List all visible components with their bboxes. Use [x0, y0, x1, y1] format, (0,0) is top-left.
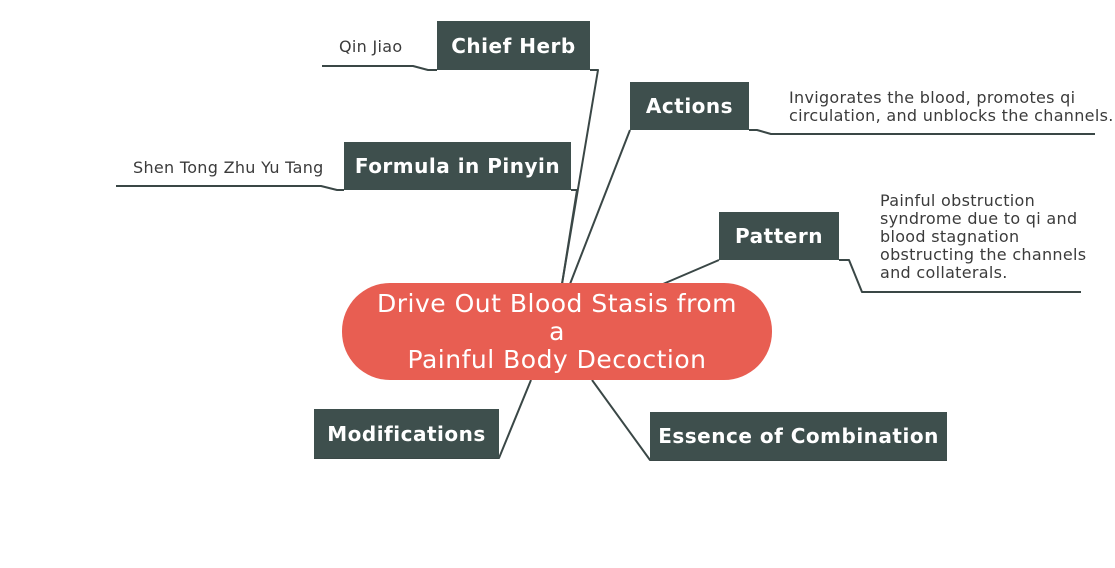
connector-shen-tong [116, 185, 344, 191]
branch-modifications[interactable]: Modifications [314, 409, 499, 458]
branch-pattern-label: Pattern [735, 224, 823, 248]
leaf-actions-detail-line: circulation, and unblocks the channels. [789, 106, 1114, 125]
branch-chief-herb-label: Chief Herb [451, 33, 576, 58]
branch-formula-pinyin[interactable]: Formula in Pinyin [344, 142, 571, 190]
leaf-pattern-detail-line: syndrome due to qi and [880, 209, 1078, 228]
leaf-pattern-detail-line: obstructing the channels [880, 245, 1087, 264]
leaf-actions-detail[interactable]: Invigorates the blood, promotes qi circu… [789, 89, 1114, 125]
connector-qin-jiao [322, 65, 437, 71]
central-topic[interactable]: Drive Out Blood Stasis from a Painful Bo… [342, 283, 772, 380]
connector-essence [591, 379, 947, 461]
connector-pattern-detail [839, 259, 1081, 293]
leaf-formula-pinyin-detail[interactable]: Shen Tong Zhu Yu Tang [133, 158, 324, 177]
central-topic-line-2: Painful Body Decoction [407, 344, 707, 374]
leaf-chief-herb-detail[interactable]: Qin Jiao [339, 37, 403, 56]
branch-essence-of-combination-label: Essence of Combination [658, 424, 939, 448]
branch-modifications-label: Modifications [327, 421, 486, 446]
connector-pattern [662, 259, 720, 285]
branch-actions[interactable]: Actions [630, 82, 749, 130]
leaf-pattern-detail-line: Painful obstruction [880, 191, 1036, 210]
branch-chief-herb[interactable]: Chief Herb [437, 21, 590, 70]
connector-modifications [314, 379, 532, 459]
branch-pattern[interactable]: Pattern [719, 212, 839, 260]
leaf-pattern-detail[interactable]: Painful obstruction syndrome due to qi a… [880, 192, 1086, 282]
central-topic-line-1: Drive Out Blood Stasis from a [377, 288, 737, 346]
branch-formula-pinyin-label: Formula in Pinyin [354, 154, 561, 178]
leaf-pattern-detail-line: blood stagnation [880, 227, 1020, 246]
leaf-pattern-detail-line: and collaterals. [880, 263, 1008, 282]
branch-actions-label: Actions [645, 94, 734, 118]
connector-actions [569, 129, 631, 285]
connector-formula-pinyin [561, 189, 578, 285]
branch-essence-of-combination[interactable]: Essence of Combination [650, 412, 947, 460]
leaf-actions-detail-line: Invigorates the blood, promotes qi [789, 88, 1076, 107]
connector-actions-detail [749, 129, 1095, 135]
